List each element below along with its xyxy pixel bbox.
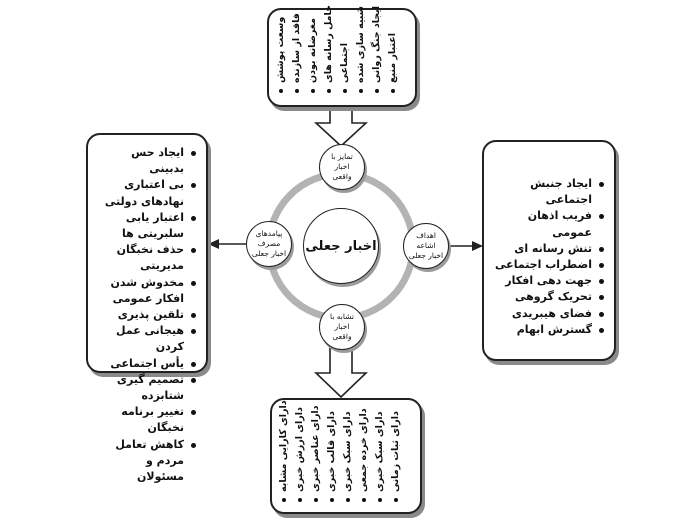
arrow-top-to-circle	[313, 106, 369, 148]
list-item: ایجاد حس بدبینی	[96, 145, 196, 177]
list-item: اضطراب اجتماعی	[492, 257, 604, 273]
list-item: تنش رسانه ای	[492, 241, 604, 257]
list-item: بی اعتباری نهادهای دولتی	[96, 177, 196, 209]
list-item: تلقین پذیری	[96, 307, 196, 323]
list-item: فضای هیبریدی	[492, 306, 604, 322]
list-item: مخدوش شدن افکار عمومی	[96, 275, 196, 307]
list-item: کاهش تعامل مردم و مسئولان	[96, 437, 196, 486]
list-item: حذف نخبگان مدیریتی	[96, 242, 196, 274]
list-item: اجتماعی	[337, 17, 353, 95]
arrow-right-head	[472, 241, 483, 251]
list-item: دارای ثبات زمانی	[388, 406, 404, 504]
list-item: دارای کارایی مشابه	[276, 400, 292, 504]
list-item: دارای عناصر خبری	[308, 405, 324, 504]
list-item: تحریک گروهی	[492, 289, 604, 305]
list-item: ایجاد جنبش اجتماعی	[492, 176, 604, 208]
list-item: اعتبار یابی سلبریتی ها	[96, 210, 196, 242]
list-item: تصمیم گیری شتابزده	[96, 372, 196, 404]
center-label: اخبار جعلی	[305, 238, 377, 254]
list-item: دارای قالب خبری	[324, 406, 340, 504]
list-item: مغرضانه بودن	[305, 17, 321, 95]
list-item: شبیه سازی شده	[353, 6, 369, 95]
arrow-left-head	[208, 239, 219, 249]
list-item: فریب اذهان عمومی	[492, 208, 604, 240]
list-item: فاقد از سازنده	[289, 13, 305, 95]
circle-right-label: اهداف اشاعه اخبار جعلی	[408, 231, 444, 260]
list-item: وسعت پوشش	[273, 17, 289, 95]
list-item: ایجاد جنگ روانی	[369, 6, 385, 95]
list-item: تغییر برنامه نخبگان	[96, 404, 196, 436]
circle-bottom-label: تشابه با اخبار واقعی	[330, 312, 354, 341]
list-item: دارای سبک خبری	[340, 406, 356, 504]
list-item: گسترش ابهام	[492, 322, 604, 338]
list-item: یأس اجتماعی	[96, 356, 196, 372]
list-item: هیجانی عمل کردن	[96, 323, 196, 355]
circle-top-label: تمایز با اخبار واقعی	[331, 152, 353, 181]
circle-right: اهداف اشاعه اخبار جعلی	[403, 223, 449, 269]
circle-left-label: پیامدهای مصرف اخبار جعلی	[251, 229, 287, 258]
list-item: دارای ارزش خبری	[292, 406, 308, 504]
circle-bottom: تشابه با اخبار واقعی	[319, 304, 365, 350]
circle-top: تمایز با اخبار واقعی	[319, 144, 365, 190]
list-item: دارای سبک خبری	[372, 406, 388, 504]
list-item: اعتبار منبع	[385, 17, 401, 95]
list-item: جهت دهی افکار	[492, 273, 604, 289]
list-item: حامل رسانه های	[321, 5, 337, 95]
list-item: دارای خرده جمعی	[356, 406, 372, 504]
circle-left: پیامدهای مصرف اخبار جعلی	[246, 221, 292, 267]
center-circle: اخبار جعلی	[303, 208, 379, 284]
arrow-circle-to-bottom-box	[314, 347, 368, 399]
